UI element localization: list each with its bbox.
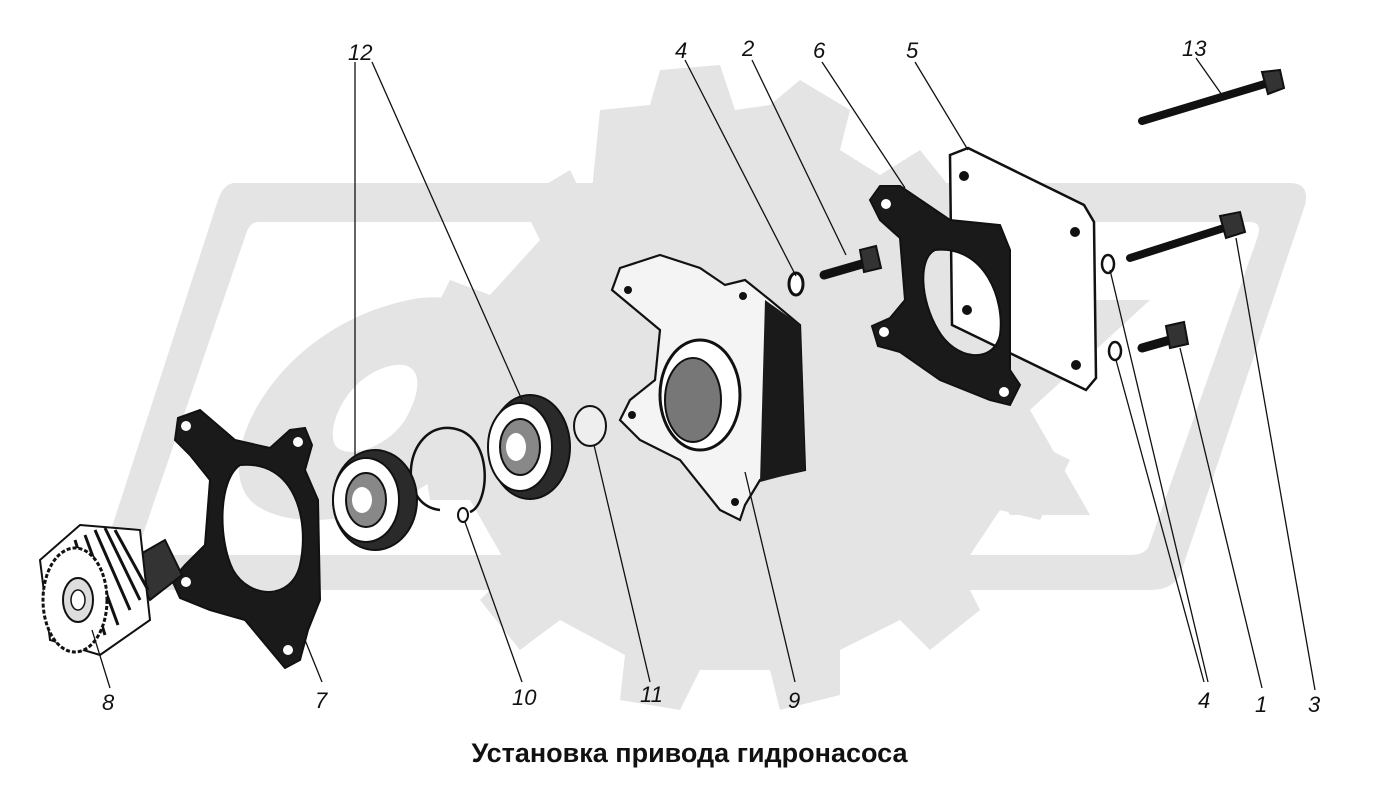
part-4-washer-lower [1107, 340, 1123, 362]
callout-8: 8 [102, 690, 115, 715]
part-12-bearing-right [487, 394, 571, 500]
part-1-short-bolt [1137, 320, 1190, 353]
callout-4-top: 4 [675, 38, 687, 63]
callout-5: 5 [906, 38, 919, 63]
part-13-long-bolt [1138, 68, 1286, 125]
callout-labels: 13 5 6 2 4 12 4 1 3 9 11 10 7 8 [102, 36, 1321, 717]
callout-4-bottom: 4 [1198, 688, 1210, 713]
part-2-bolt [819, 244, 883, 280]
part-11-plug [573, 405, 607, 447]
callout-13: 13 [1182, 36, 1207, 61]
part-7-flange [170, 408, 322, 670]
part-3-long-bolt [1126, 210, 1247, 262]
callout-10: 10 [512, 685, 537, 710]
part-9-housing [610, 253, 807, 522]
callout-6: 6 [813, 38, 826, 63]
part-8-gear [38, 523, 184, 657]
exploded-assembly-drawing: 13 5 6 2 4 12 4 1 3 9 11 10 7 8 [38, 36, 1321, 717]
leader-lines [91, 57, 1316, 691]
callout-3: 3 [1308, 692, 1321, 717]
part-4-washer-left [787, 271, 805, 297]
callout-7: 7 [315, 688, 328, 713]
part-5-plate [948, 146, 1098, 392]
part-6-gasket [868, 185, 1022, 407]
part-12-bearing-left [332, 449, 418, 551]
callout-12: 12 [348, 40, 372, 65]
figure-caption: Установка привода гидронасоса [471, 738, 908, 768]
callout-2: 2 [741, 36, 754, 61]
watermark-band [95, 183, 1307, 590]
callout-9: 9 [788, 688, 800, 713]
callout-1: 1 [1255, 692, 1267, 717]
callout-11: 11 [640, 682, 663, 707]
part-4-washer-upper [1100, 253, 1116, 275]
